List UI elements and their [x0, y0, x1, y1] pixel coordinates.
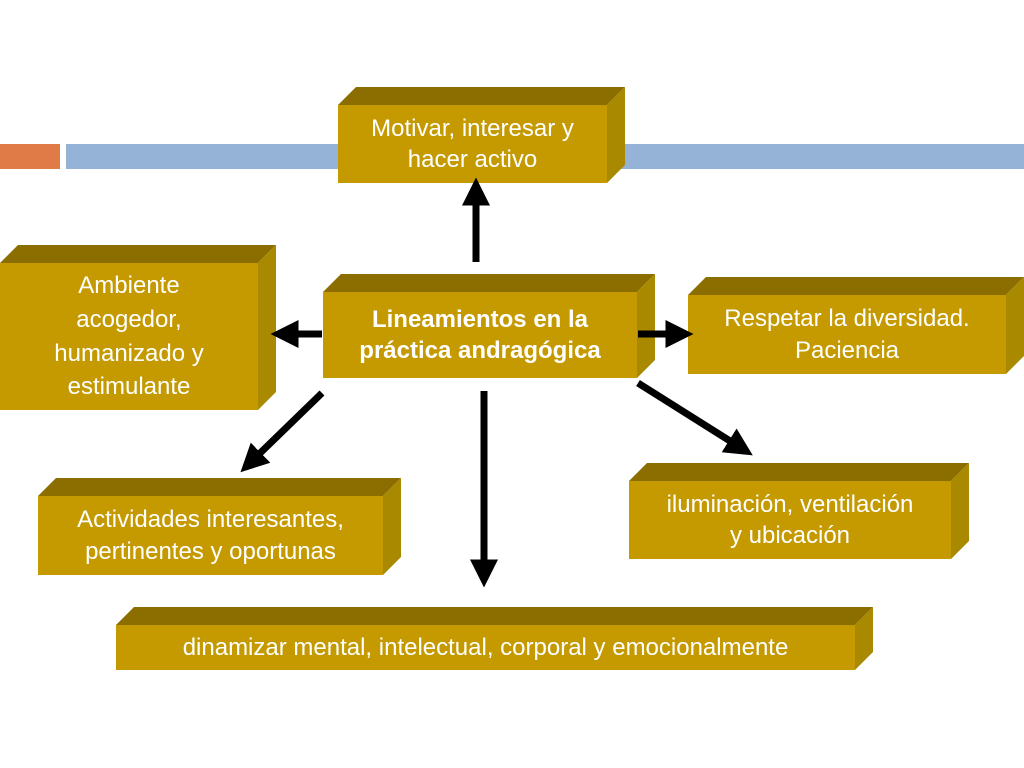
node-iluminacion-label: iluminación, ventilación y ubicación	[666, 490, 914, 549]
node-actividades-label: Actividades interesantes, pertinentes y …	[77, 506, 344, 565]
node-respetar: Respetar la diversidad. Paciencia	[688, 277, 1024, 374]
node-motivar-label: Motivar, interesar y hacer activo	[371, 114, 574, 173]
node-ambiente-label: Ambiente acogedor, humanizado y estimula…	[54, 272, 204, 401]
node-lineamientos: Lineamientos en la práctica andragógica	[323, 274, 655, 378]
arrow-down-left	[240, 390, 325, 473]
node-dinamizar: dinamizar mental, intelectual, corporal …	[116, 607, 873, 670]
node-dinamizar-label: dinamizar mental, intelectual, corporal …	[182, 633, 789, 661]
node-lineamientos-label: Lineamientos en la práctica andragógica	[359, 305, 601, 364]
node-respetar-label: Respetar la diversidad. Paciencia	[724, 305, 970, 364]
node-iluminacion: iluminación, ventilación y ubicación	[629, 463, 969, 559]
node-motivar: Motivar, interesar y hacer activo	[338, 87, 625, 183]
accent-bar-orange	[0, 144, 60, 169]
node-actividades: Actividades interesantes, pertinentes y …	[38, 478, 401, 575]
node-ambiente: Ambiente acogedor, humanizado y estimula…	[0, 245, 276, 410]
arrow-down-right	[636, 380, 753, 456]
